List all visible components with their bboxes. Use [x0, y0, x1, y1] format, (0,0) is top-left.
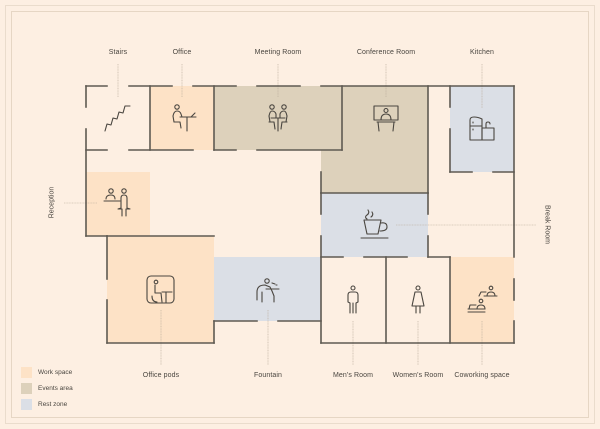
inner-frame	[11, 11, 589, 418]
legend-item-rest-zone: Rest zone	[21, 396, 73, 412]
label-meeting-room: Meeting Room	[254, 49, 302, 56]
reception-icon	[103, 188, 131, 217]
conference-room-fill	[321, 86, 428, 193]
room-fills	[86, 86, 514, 343]
label-reception: Reception	[48, 186, 56, 219]
label-break-room: Break Room	[543, 205, 551, 244]
rest-zone-swatch	[21, 398, 32, 410]
stairs-icon	[104, 105, 131, 132]
leader-lines	[64, 64, 536, 365]
label-conference-room: Conference Room	[356, 49, 416, 56]
kitchen-icon	[469, 116, 495, 141]
walls	[85, 85, 515, 344]
female-icon	[411, 285, 425, 314]
label-office-pods: Office pods	[142, 372, 180, 379]
label-womens-room: Women's Room	[392, 372, 444, 379]
legend-label: Work space	[38, 368, 73, 376]
legend-item-events-area: Events area	[21, 380, 73, 396]
break-room-fill	[321, 193, 428, 257]
office-pods-fill	[107, 236, 214, 343]
office-fill	[150, 86, 214, 150]
label-office: Office	[172, 49, 192, 56]
presentation-icon	[373, 105, 399, 132]
coworking-icon	[467, 285, 498, 313]
work-space-swatch	[21, 366, 32, 378]
male-icon	[347, 285, 359, 314]
label-mens-room: Men's Room	[332, 372, 374, 379]
outer-frame	[5, 5, 595, 424]
legend-label: Rest zone	[38, 400, 68, 408]
meeting-icon	[268, 104, 288, 132]
office-pod-icon	[146, 275, 175, 304]
reception-fill	[86, 172, 150, 236]
label-kitchen: Kitchen	[469, 49, 495, 56]
label-stairs: Stairs	[108, 49, 128, 56]
label-coworking-space: Coworking space	[454, 372, 510, 379]
legend: Work space Events area Rest zone	[21, 364, 73, 412]
legend-label: Events area	[38, 384, 73, 392]
office-desk-icon	[172, 104, 197, 132]
water-fountain-icon	[256, 278, 280, 303]
legend-item-work-space: Work space	[21, 364, 73, 380]
coffee-cup-icon	[360, 209, 389, 239]
events-area-swatch	[21, 382, 32, 394]
label-fountain: Fountain	[253, 372, 283, 379]
